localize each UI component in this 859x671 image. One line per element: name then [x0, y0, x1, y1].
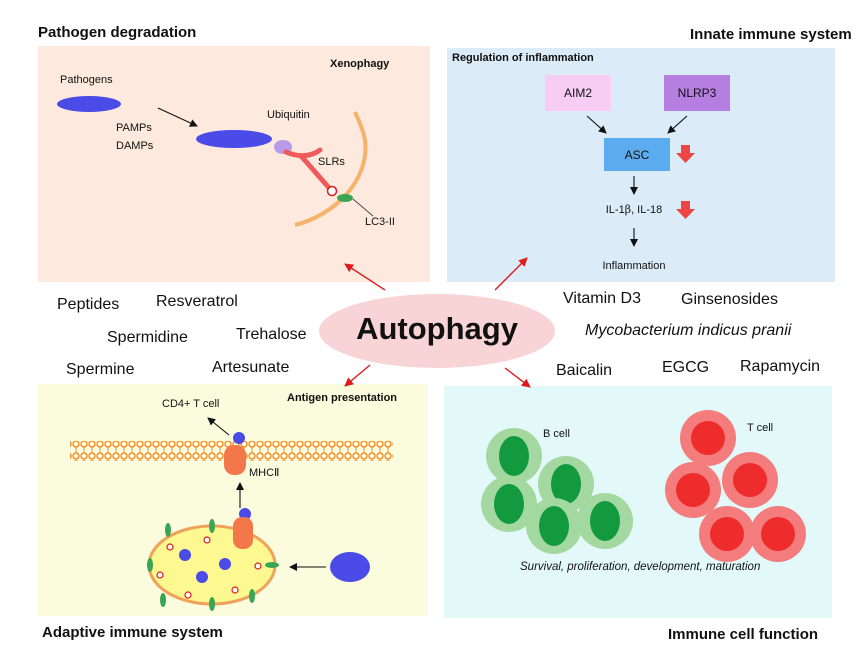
heading-pathogen-degradation: Pathogen degradation [38, 24, 197, 41]
t-cell-cluster [665, 410, 806, 562]
aim2-to-asc-arrow [586, 115, 607, 134]
aim2-label: AIM2 [563, 86, 592, 100]
lc3-shape [337, 194, 353, 202]
compound-artesunate: Artesunate [212, 359, 290, 376]
presented-antigen [233, 432, 245, 444]
pathogen-shape [57, 96, 121, 112]
endosome-marker-icon [184, 591, 192, 599]
xenophagy-title: Xenophagy [330, 58, 390, 70]
membrane-lc3 [165, 523, 171, 537]
asc-label: ASC [624, 147, 650, 162]
heading-innate-immune-system: Innate immune system [690, 26, 852, 43]
t-cell-label: T cell [747, 422, 774, 434]
arrow-to-innate [494, 257, 528, 291]
asc-down-arrow-icon [676, 145, 695, 163]
vesicle-mhc [233, 517, 253, 549]
heading-immune-cell-function: Immune cell function [668, 626, 819, 643]
damps-label: DAMPs [116, 140, 154, 152]
membrane-lc3 [249, 589, 255, 603]
membrane-lc3 [160, 593, 166, 607]
endosome-antigen [196, 571, 208, 583]
compound-ginsenosides: Ginsenosides [681, 291, 778, 308]
autophagy-ellipse [319, 294, 555, 368]
mhc-label: MHCⅡ [249, 467, 280, 479]
compound-trehalose: Trehalose [236, 326, 307, 343]
endosome-marker-icon [203, 536, 211, 544]
slr-stem [299, 154, 333, 192]
membrane-lc3 [209, 519, 215, 533]
slr-ring-icon [326, 185, 338, 197]
membrane-lc3 [209, 597, 215, 611]
endosome-marker-icon [156, 571, 164, 579]
pathogen-arrow [157, 107, 198, 127]
compound-vitamin-d3: Vitamin D3 [563, 290, 641, 307]
compound-peptides: Peptides [57, 296, 120, 313]
b-cell-label: B cell [543, 428, 570, 440]
external-pathogen [330, 552, 370, 582]
nlrp3-box [664, 75, 730, 111]
arrow-to-adaptive [344, 364, 371, 387]
compound-egcg: EGCG [662, 359, 710, 376]
nlrp3-label: NLRP3 [677, 86, 717, 100]
membrane-lc3 [265, 562, 279, 568]
aim2-box [545, 75, 611, 111]
mhc-receptor [224, 445, 246, 475]
compound-resveratrol: Resveratrol [156, 293, 238, 310]
compound-mycobacterium: Mycobacterium indicus pranii [585, 322, 792, 339]
slr-receptor [283, 147, 323, 159]
immune-cell-caption: Survival, proliferation, development, ma… [520, 561, 761, 573]
inflammation-result-label: Inflammation [602, 260, 666, 272]
lc3-label: LC3-II [365, 216, 395, 228]
antigen-presentation-title: Antigen presentation [287, 392, 398, 404]
heading-adaptive-immune-system: Adaptive immune system [42, 624, 223, 641]
arrow-to-immune-cell [504, 367, 531, 388]
endosome-marker-icon [166, 543, 174, 551]
inflammation-title: Regulation of inflammation [452, 52, 594, 64]
pathogens-label: Pathogens [60, 74, 113, 86]
lc3-leader [352, 198, 374, 217]
arrow-to-pathogen [344, 263, 386, 291]
endosome-antigen [179, 549, 191, 561]
phagophore-membrane [294, 111, 368, 227]
pamps-label: PAMPs [116, 122, 152, 134]
asc-box [604, 138, 670, 171]
ubiquitin-label: Ubiquitin [267, 109, 310, 121]
autophagy-label: Autophagy [356, 311, 518, 346]
endosome-marker-icon [231, 586, 239, 594]
il-down-arrow-icon [676, 201, 695, 219]
endosome-marker-icon [254, 562, 262, 570]
compound-rapamycin: Rapamycin [740, 358, 821, 375]
interleukin-label: IL-1β, IL-18 [605, 203, 663, 216]
compound-baicalin: Baicalin [556, 362, 613, 379]
nlrp3-to-asc-arrow [667, 115, 688, 134]
membrane-lc3 [147, 558, 153, 572]
slrs-label: SLRs [318, 156, 345, 168]
compound-spermidine: Spermidine [107, 329, 188, 346]
cd4-arrow [207, 417, 230, 436]
compound-spermine: Spermine [66, 361, 135, 378]
tagged-pathogen-shape [196, 130, 272, 148]
cd4-t-cell-label: CD4+ T cell [162, 398, 220, 410]
endosome-antigen [219, 558, 231, 570]
b-cell-cluster [481, 428, 633, 554]
